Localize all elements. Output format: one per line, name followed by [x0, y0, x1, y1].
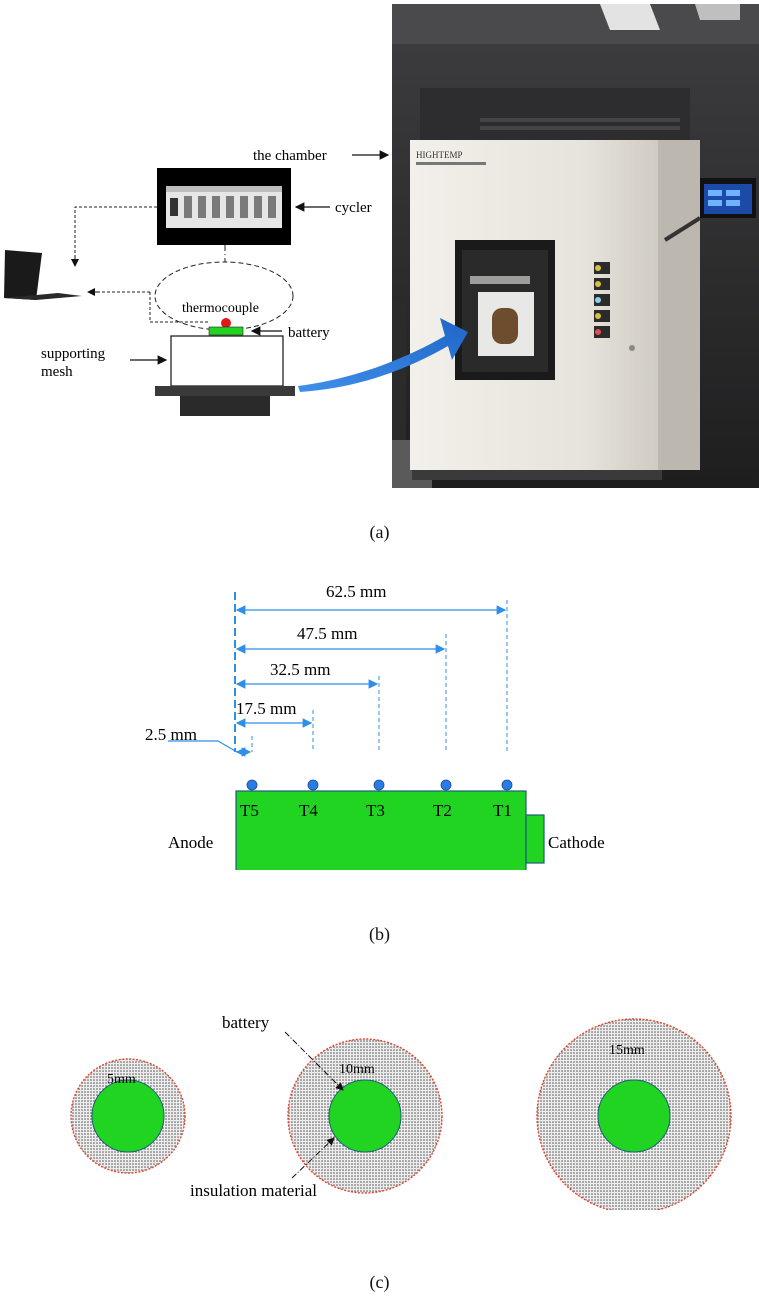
battery-core-10mm — [328, 1079, 402, 1153]
insulation-pointer-c — [291, 1137, 335, 1179]
sensor-dot-t1 — [501, 779, 513, 791]
sensor-label-t3: T3 — [366, 801, 385, 820]
label-the-chamber: the chamber — [253, 148, 327, 164]
label-15mm: 15mm — [609, 1043, 645, 1058]
connection-lines — [74, 206, 226, 323]
label-anode: Anode — [168, 833, 213, 852]
sensor-label-t4: T4 — [299, 801, 318, 820]
label-cycler: cycler — [335, 200, 372, 216]
sensor-dot-t3 — [373, 779, 385, 791]
chamber-control-buttons — [594, 262, 610, 338]
sensor-position-lines — [251, 600, 508, 752]
dimension-arrows — [168, 605, 507, 757]
caption-b: (b) — [369, 924, 390, 944]
battery-cell-small — [208, 326, 244, 336]
label-5mm: 5mm — [107, 1072, 136, 1087]
panel-a-svg: HIGHTEMP — [4, 4, 759, 488]
label-insulation-material: insulation material — [190, 1181, 317, 1200]
dim-17-5: 17.5 mm — [236, 699, 296, 718]
caption-a: (a) — [369, 522, 390, 542]
label-battery: battery — [288, 325, 330, 341]
stand-plate — [155, 386, 295, 396]
thermocouple-dot — [221, 318, 231, 328]
label-cathode: Cathode — [548, 833, 605, 852]
label-10mm: 10mm — [339, 1062, 375, 1077]
supporting-mesh — [170, 335, 284, 387]
laptop-icon — [4, 250, 82, 300]
chamber-brand-text: HIGHTEMP — [416, 150, 463, 160]
sensor-label-t2: T2 — [433, 801, 452, 820]
stand-base — [180, 396, 270, 416]
panel-b-sensor-layout: 62.5 mm 47.5 mm 32.5 mm 17.5 mm 2.5 mm T… — [0, 560, 759, 944]
sensor-dots — [246, 779, 513, 791]
dim-32-5: 32.5 mm — [270, 660, 330, 679]
panel-a-experimental-setup: HIGHTEMP — [0, 0, 759, 542]
cathode-terminal — [525, 814, 545, 864]
battery-pointer-c — [284, 1031, 344, 1091]
dim-47-5: 47.5 mm — [297, 624, 357, 643]
dim-62-5: 62.5 mm — [326, 582, 386, 601]
sensor-dot-t4 — [307, 779, 319, 791]
chamber-top — [420, 88, 690, 144]
battery-core-5mm — [91, 1079, 165, 1153]
dim-2-5: 2.5 mm — [145, 725, 197, 744]
sensor-label-t5: T5 — [240, 801, 259, 820]
label-battery-c: battery — [222, 1013, 270, 1032]
battery-core-15mm — [597, 1079, 671, 1153]
panel-c-circles-diagram: 5mm 10mm 15mm battery insulation materia… — [70, 1013, 732, 1210]
sensor-dot-t5 — [246, 779, 258, 791]
sensor-dot-t2 — [440, 779, 452, 791]
label-thermocouple: thermocouple — [182, 301, 259, 316]
panel-b-svg: 62.5 mm 47.5 mm 32.5 mm 17.5 mm 2.5 mm T… — [145, 582, 605, 888]
blue-arrow-to-chamber — [298, 318, 468, 392]
chamber-photo: HIGHTEMP — [392, 4, 759, 488]
cycler-image — [157, 168, 291, 245]
caption-c: (c) — [369, 1272, 390, 1292]
sensor-label-t1: T1 — [493, 801, 512, 820]
